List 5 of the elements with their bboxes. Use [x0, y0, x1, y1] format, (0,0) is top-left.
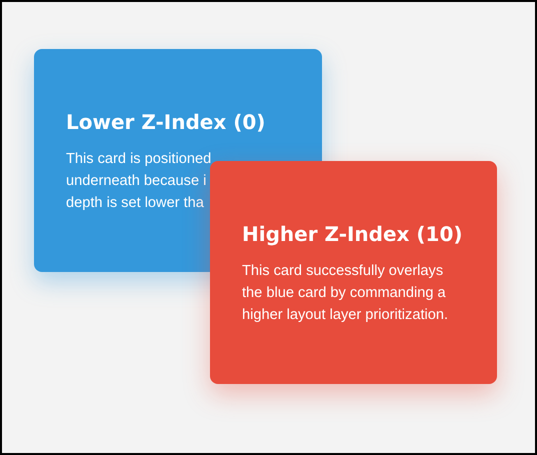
card-text: This card successfully overlays the blue card by commanding a higher layout layer prioritization. [242, 262, 450, 324]
card [210, 161, 497, 384]
card-title: Higher Z-Index (10) [242, 220, 463, 248]
card-text: This card is positioned underneath because i depth is set lower tha [66, 150, 212, 212]
card-title: Lower Z-Index (0) [66, 108, 266, 136]
